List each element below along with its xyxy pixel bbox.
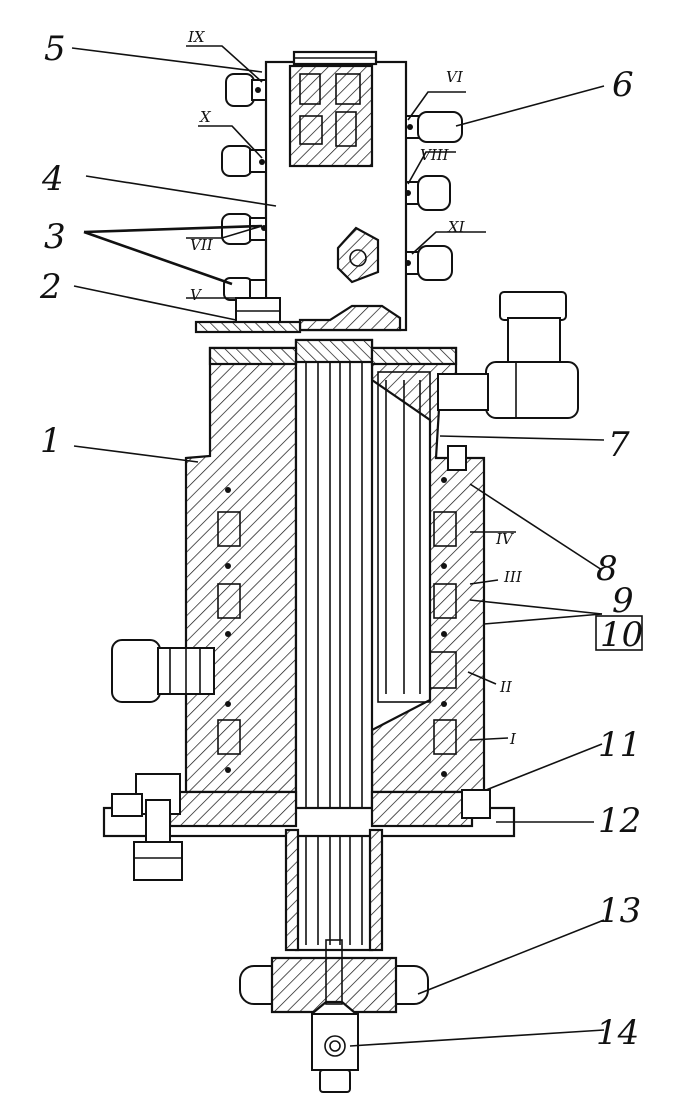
callout-1: 1 [40, 421, 62, 461]
left-side-fitting [111, 639, 215, 703]
lower-shaft-housing [284, 828, 384, 952]
fitting-ix [225, 73, 267, 107]
fitting-viii [405, 175, 451, 211]
callout-5: 5 [44, 29, 66, 69]
port-viii: VIII [420, 146, 450, 164]
callout-12: 12 [598, 801, 641, 841]
port-vi: VI [446, 68, 464, 86]
callout-7: 7 [608, 425, 630, 465]
port-vii: VII [190, 236, 214, 254]
fitting-vi [405, 111, 463, 143]
right-elbow-fitting [437, 291, 579, 419]
port-ix: IX [187, 28, 206, 46]
upper-distributor-body [264, 50, 408, 332]
callout-10-box: 10 [595, 615, 643, 655]
right-seal-grooves [429, 477, 457, 777]
callout-11: 11 [598, 725, 641, 765]
base-flange [102, 789, 516, 838]
main-housing [184, 338, 486, 952]
callout-3: 3 [44, 217, 66, 257]
callout-8: 8 [596, 549, 618, 589]
cover-bolt [194, 297, 302, 334]
callout-9: 9 [612, 581, 634, 621]
callout-13: 13 [598, 891, 641, 931]
port-x: X [199, 108, 212, 126]
port-xi: XI [447, 218, 466, 236]
port-i: I [509, 730, 517, 748]
port-iv: IV [495, 530, 515, 548]
central-shaft [294, 338, 374, 952]
port-v: V [190, 286, 203, 304]
leader-lines [71, 45, 605, 1047]
left-fittings [221, 73, 267, 301]
port-iii: III [503, 568, 523, 586]
callout-14: 14 [596, 1013, 639, 1053]
callout-6: 6 [612, 65, 634, 105]
right-fittings [405, 111, 463, 281]
callout-2: 2 [39, 267, 62, 307]
bottom-nut [239, 939, 429, 1014]
left-seal-grooves [217, 487, 241, 773]
callout-4: 4 [41, 159, 64, 199]
port-ii: II [499, 678, 513, 696]
fitting-vii [221, 213, 267, 245]
callout-numbers: 5 6 4 3 2 1 7 8 9 10 11 12 13 14 [39, 29, 643, 1053]
drain-valve [311, 1013, 359, 1093]
fitting-x [221, 145, 267, 177]
fitting-xi [405, 245, 453, 281]
base-bolt [111, 773, 183, 881]
fitting-v [223, 277, 267, 301]
port-labels: IX X VII V VI VIII XI IV III II I [187, 28, 523, 748]
callout-10: 10 [600, 615, 643, 655]
